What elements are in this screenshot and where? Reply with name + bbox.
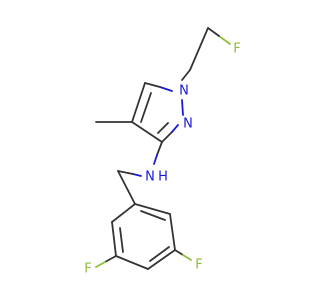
bond-c-fright-green bbox=[182, 254, 192, 261]
atom-f-left: F bbox=[84, 262, 91, 277]
benzene-double-1 bbox=[119, 227, 124, 253]
bond-c-fleft-half bbox=[104, 255, 117, 263]
benzene-bond-2 bbox=[111, 221, 117, 257]
benzene-bond-3 bbox=[115, 255, 149, 270]
benzene-bond-1 bbox=[111, 203, 136, 223]
bond-f-ch2 bbox=[218, 35, 231, 45]
structure-drawing: F N N N H F F bbox=[84, 27, 241, 277]
bond-ch2-aryl bbox=[117, 170, 136, 205]
bond-n1-c5-b bbox=[144, 82, 161, 88]
bond-nh-ch2-blue bbox=[132, 173, 142, 177]
atom-n1: N bbox=[179, 84, 189, 99]
bond-c4-c3 bbox=[131, 121, 163, 143]
atom-n2: N bbox=[183, 117, 193, 132]
bond-c3-n2-inner bbox=[157, 122, 169, 134]
atom-h: H bbox=[158, 170, 168, 185]
benzene-double-3 bbox=[140, 210, 166, 221]
bond-c3-nh-half bbox=[156, 141, 163, 156]
benzene-bond-6 bbox=[134, 203, 171, 215]
bond-c5-c4 bbox=[131, 82, 146, 123]
bond-n1-c5-a bbox=[159, 86, 173, 92]
bond-c3-n2-half bbox=[161, 131, 173, 143]
molecule-diagram: F N N N H F F bbox=[84, 27, 241, 277]
bond-nh-ch2 bbox=[117, 170, 134, 175]
bond-ch2-n1-half bbox=[181, 69, 191, 81]
benzene-bond-5 bbox=[169, 213, 176, 251]
benzene-bond-4 bbox=[147, 249, 176, 270]
bond-c-fleft-green bbox=[95, 261, 106, 268]
bond-n2-n1 bbox=[181, 99, 184, 116]
bond-c-fright-half bbox=[174, 249, 184, 256]
benzene-double-2 bbox=[149, 246, 170, 262]
bond-ch2-ch2 bbox=[189, 27, 209, 71]
bond-ch2-f-half bbox=[207, 27, 220, 37]
bond-c5-c4-inner bbox=[140, 92, 152, 123]
atom-nh: N bbox=[145, 170, 155, 185]
atom-f-top: F bbox=[233, 42, 240, 57]
bond-c3-nh-blue bbox=[153, 154, 158, 165]
bond-c3-n2-blue bbox=[171, 124, 179, 133]
atom-f-right: F bbox=[195, 258, 202, 273]
